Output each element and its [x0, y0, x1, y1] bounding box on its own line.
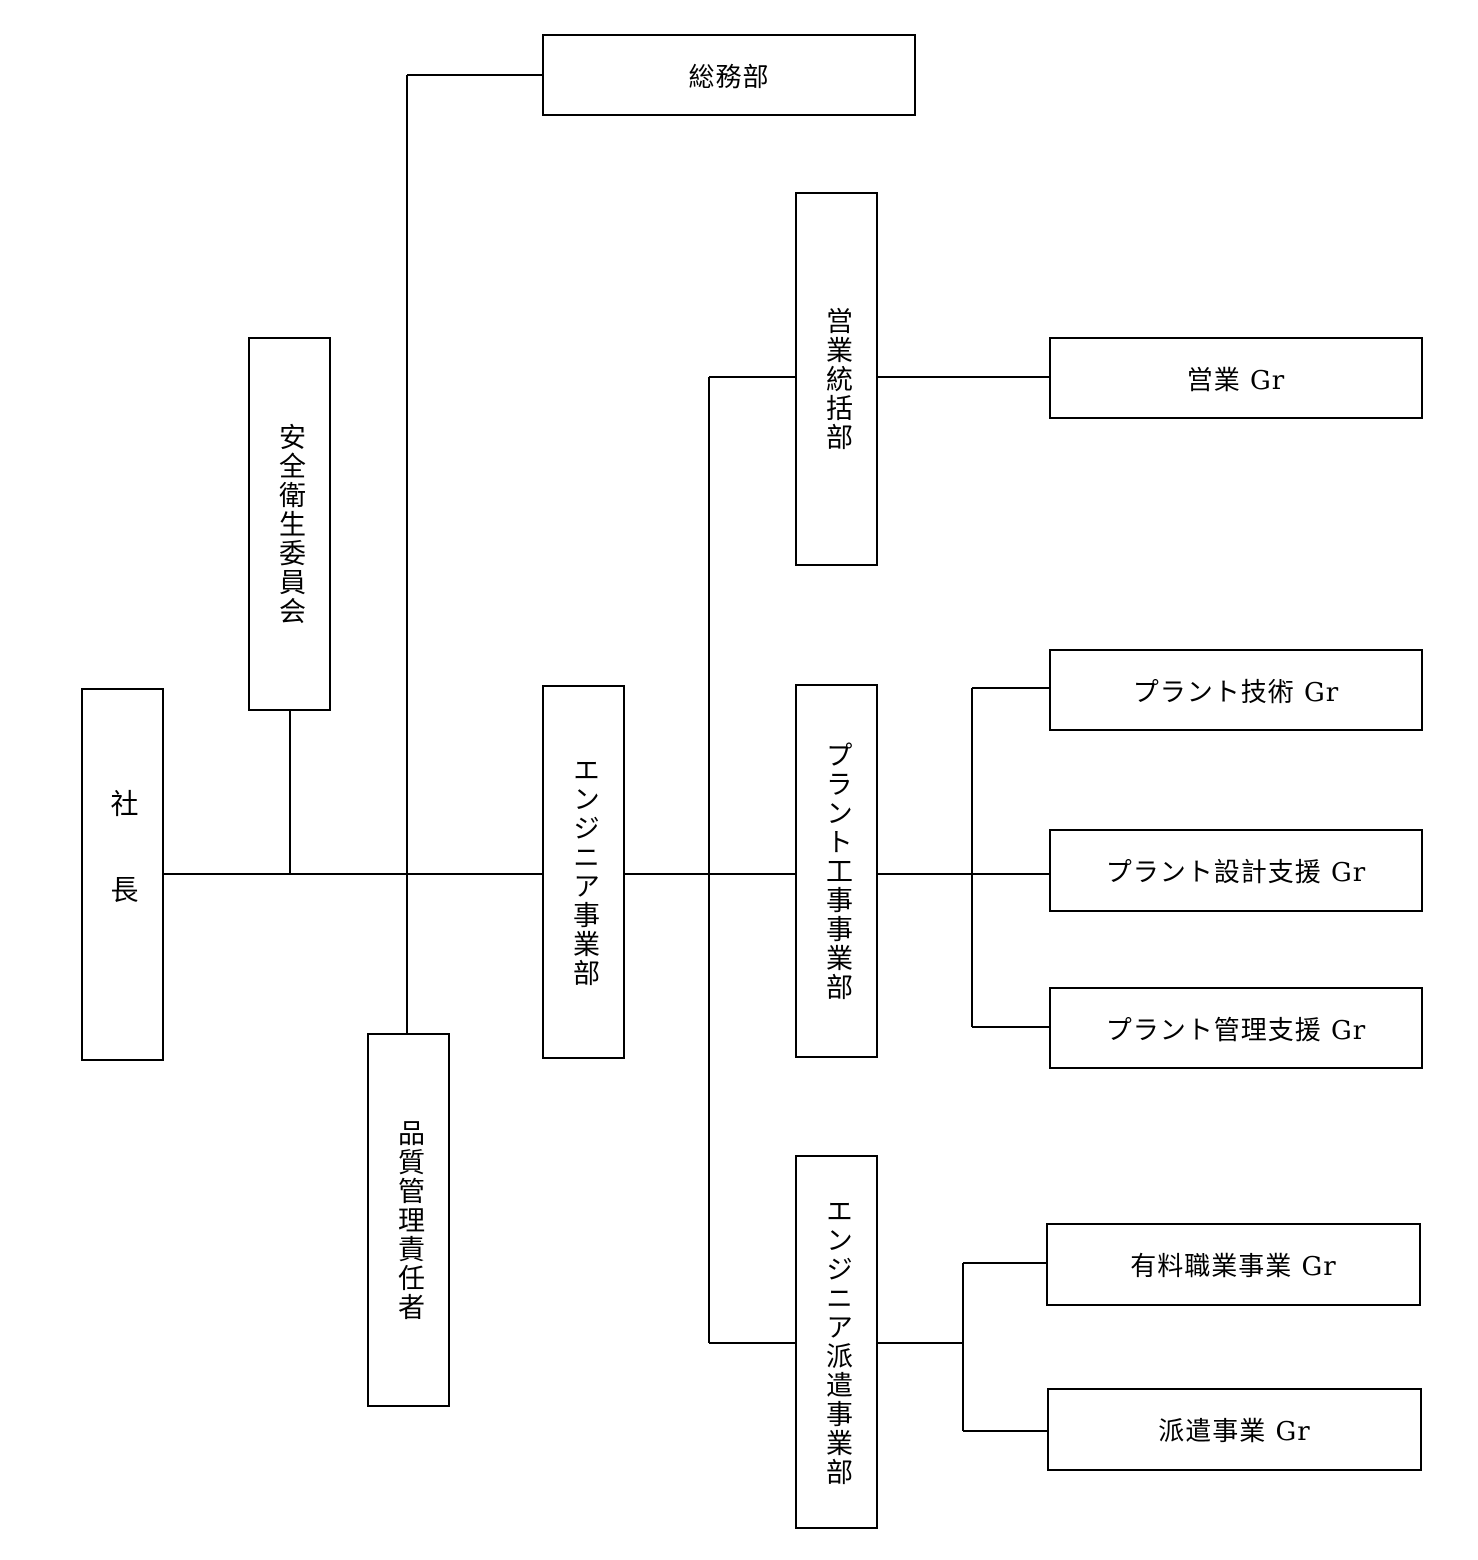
- node-paid-placement-gr: 有料職業事業 Gr: [1046, 1223, 1421, 1306]
- node-plant-mgmt-gr-label: プラント管理支援 Gr: [1105, 1015, 1367, 1046]
- node-dispatch-gr: 派遣事業 Gr: [1047, 1388, 1422, 1471]
- node-plant-tech-gr: プラント技術 Gr: [1049, 649, 1423, 731]
- node-plant-design-gr: プラント設計支援 Gr: [1049, 829, 1423, 912]
- node-plant-design-gr-label: プラント設計支援 Gr: [1105, 858, 1367, 888]
- node-sales-gr-label: 営業 Gr: [1186, 365, 1286, 396]
- node-paid-placement-gr-label: 有料職業事業 Gr: [1130, 1252, 1337, 1282]
- node-sales-division-label: 営業統括部: [821, 306, 852, 452]
- node-dispatch-gr-label: 派遣事業 Gr: [1158, 1417, 1311, 1447]
- node-plant-mgmt-gr: プラント管理支援 Gr: [1049, 987, 1423, 1069]
- node-safety-committee-label: 安全衛生委員会: [274, 422, 305, 626]
- node-president-label: 社長: [106, 788, 140, 961]
- node-general-affairs: 総務部: [542, 34, 916, 116]
- node-safety-committee: 安全衛生委員会: [248, 337, 331, 711]
- node-general-affairs-label: 総務部: [688, 62, 770, 93]
- node-quality-manager-label: 品質管理責任者: [393, 1118, 424, 1322]
- node-dispatch-division: エンジニア派遣事業部: [795, 1155, 878, 1529]
- node-plant-division-label: プラント工事事業部: [821, 740, 852, 1002]
- node-quality-manager: 品質管理責任者: [367, 1033, 450, 1407]
- node-engineering-division-label: エンジニア事業部: [568, 756, 599, 988]
- node-president: 社長: [81, 688, 164, 1061]
- node-sales-gr: 営業 Gr: [1049, 337, 1423, 419]
- node-plant-division: プラント工事事業部: [795, 684, 878, 1058]
- node-plant-tech-gr-label: プラント技術 Gr: [1132, 677, 1340, 708]
- node-dispatch-division-label: エンジニア派遣事業部: [821, 1197, 852, 1487]
- node-sales-division: 営業統括部: [795, 192, 878, 566]
- node-engineering-division: エンジニア事業部: [542, 685, 625, 1059]
